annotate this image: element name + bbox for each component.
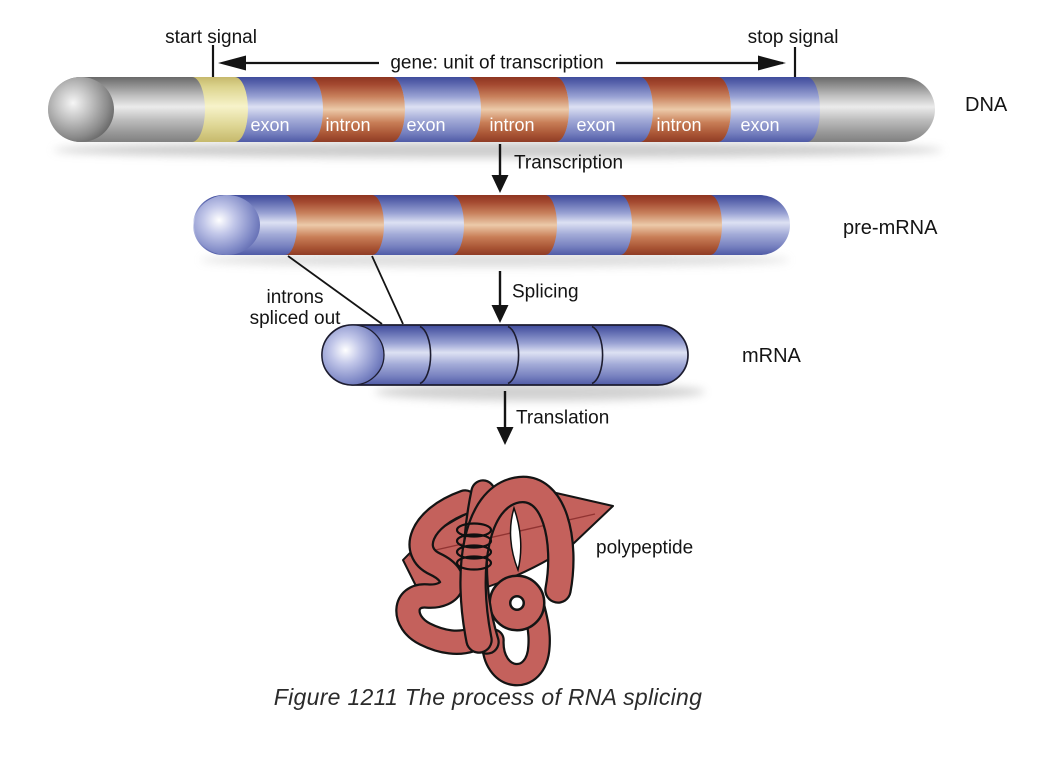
pre-mrna-intron-segment (285, 195, 384, 255)
dna-label: DNA (965, 93, 1008, 116)
dna-intron-segment (468, 77, 570, 142)
splice-line-right (371, 255, 404, 325)
pre-mrna-label: pre-mRNA (843, 216, 938, 239)
coil-ring (455, 533, 493, 549)
gene-arrowhead-left (218, 55, 246, 71)
pre-mrna-intron-segment (620, 195, 722, 255)
mrna-left-end-cap (321, 324, 385, 386)
transcription-arrowhead (491, 175, 509, 193)
mrna-exon-divider (591, 325, 604, 385)
dna-segment-label-exon: exon (250, 114, 290, 135)
stop-signal-label: stop signal (747, 27, 839, 48)
polypeptide-coil (455, 522, 493, 571)
polypeptide-illustration (395, 475, 614, 687)
dna-exon-segment (556, 77, 653, 142)
translation-arrowhead (496, 427, 514, 445)
polypeptide-ribbon (397, 491, 482, 653)
splice-lines (287, 255, 404, 325)
dna-segment-label-exon: exon (406, 114, 446, 135)
translation-label: Translation (516, 407, 610, 429)
polypeptide-slit (509, 505, 522, 573)
splice-note: introns spliced out (250, 287, 341, 330)
transcription-label: Transcription (514, 152, 624, 174)
gene-span-label: gene: unit of transcription (390, 52, 604, 74)
dna-segment-label-intron: intron (489, 114, 535, 135)
dna-exon-segment (235, 77, 324, 142)
gene-span-arrow (211, 45, 797, 77)
polypeptide-arch (461, 478, 573, 652)
pre-mrna-left-end-cap (194, 195, 260, 255)
splice-note-line1: introns (266, 287, 324, 308)
mrna-shadow (375, 383, 705, 401)
dna-segment-label-intron: intron (656, 114, 702, 135)
start-signal-label: start signal (165, 27, 257, 48)
pre-mrna-bar (193, 195, 790, 255)
translation-arrow (496, 391, 514, 445)
coil-ring (455, 555, 493, 571)
dna-start-signal-segment (192, 77, 248, 142)
dna-exon-segment (392, 77, 481, 142)
dna-exon-segment (718, 77, 821, 142)
mrna-exon-divider (419, 325, 432, 385)
pre-mrna-intron-segment (452, 195, 557, 255)
dna-segment-label-exon: exon (576, 114, 616, 135)
splice-line-left (287, 255, 383, 325)
mrna-bar (321, 324, 689, 386)
pre-mrna-shadow (200, 253, 790, 267)
splicing-arrowhead (491, 305, 509, 323)
coil-ring (455, 522, 493, 538)
dna-left-end-cap (48, 77, 114, 142)
dna-segment-label-intron: intron (325, 114, 371, 135)
dna-shadow (53, 142, 943, 158)
polypeptide-label: polypeptide (596, 537, 694, 559)
coil-ring (455, 544, 493, 560)
splicing-label: Splicing (512, 281, 579, 303)
drop-shadows (53, 142, 943, 401)
splice-note-line2: spliced out (249, 308, 341, 330)
dna-intron-segment (310, 77, 405, 142)
gene-arrowhead-right (758, 55, 786, 71)
dna-segment-label-exon: exon (740, 114, 780, 135)
dna-bar (48, 77, 935, 142)
mrna-exon-divider (507, 325, 520, 385)
splicing-arrow (491, 271, 509, 323)
figure-caption: Figure 1211 The process of RNA splicing (273, 684, 703, 711)
dna-intron-segment (640, 77, 731, 142)
polypeptide-donut (491, 577, 543, 629)
mrna-label: mRNA (742, 344, 801, 367)
transcription-arrow (491, 144, 509, 193)
